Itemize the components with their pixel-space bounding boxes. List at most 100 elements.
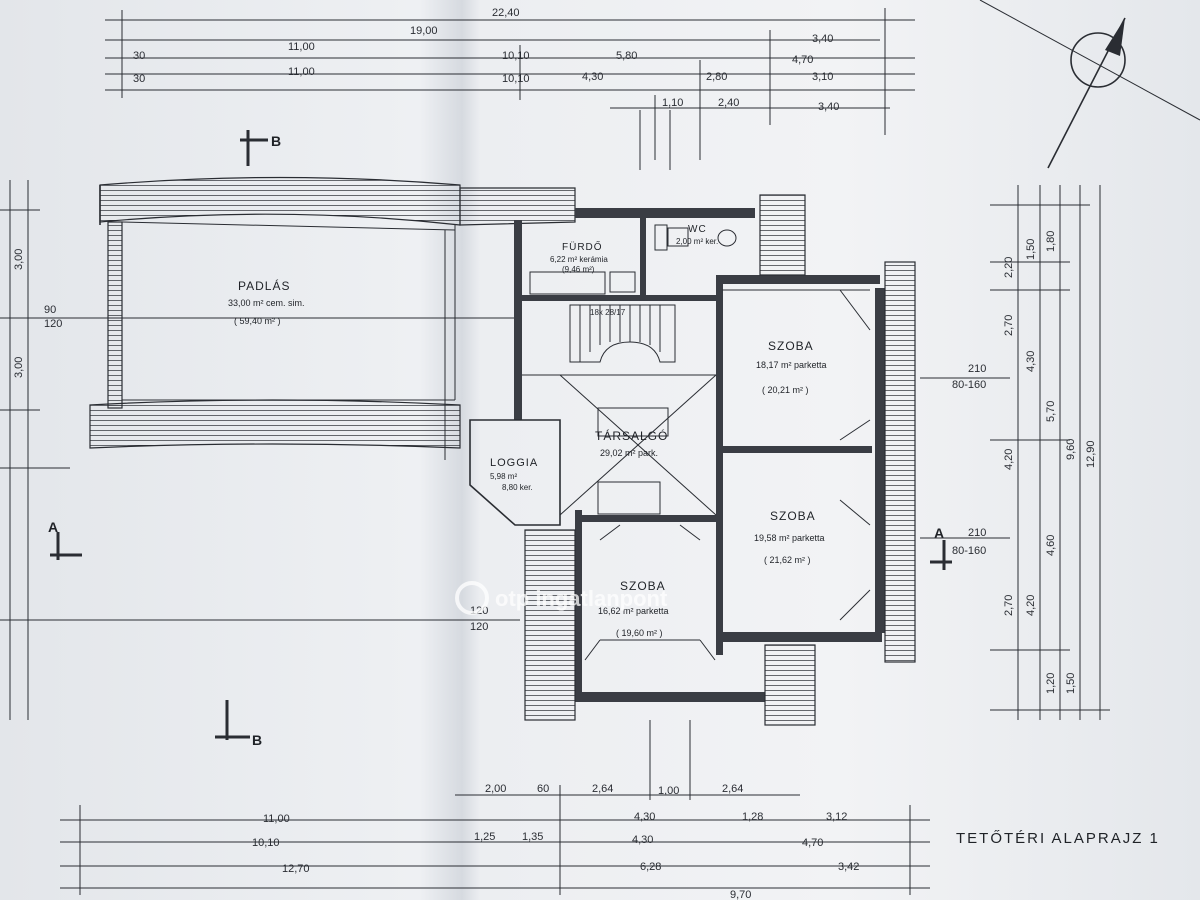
svg-text:B: B xyxy=(271,133,281,149)
room-furdo: FÜRDŐ 6,22 m² kerámia (9,46 m²) xyxy=(550,239,608,274)
top-dimension-labels: 22,40 19,00 11,00 11,00 3,40 5,80 4,70 4… xyxy=(133,7,839,113)
dim-label: 3,10 xyxy=(812,71,833,83)
svg-text:PADLÁS: PADLÁS xyxy=(238,278,290,293)
top-dimension-lines xyxy=(105,8,915,170)
svg-text:9,60: 9,60 xyxy=(1065,439,1077,460)
svg-text:A: A xyxy=(934,525,944,541)
svg-text:2,20: 2,20 xyxy=(1003,257,1015,278)
section-mark-b-bottom: B xyxy=(215,700,262,748)
dim-label: 30 xyxy=(133,73,145,85)
svg-text:8,80 ker.: 8,80 ker. xyxy=(502,483,533,492)
svg-text:( 19,60 m² ): ( 19,60 m² ) xyxy=(616,628,663,638)
svg-text:4,30: 4,30 xyxy=(634,811,655,823)
svg-text:( 59,40 m² ): ( 59,40 m² ) xyxy=(234,316,281,326)
svg-text:4,60: 4,60 xyxy=(1045,535,1057,556)
svg-text:3,42: 3,42 xyxy=(838,861,859,873)
svg-text:WC: WC xyxy=(688,224,707,235)
svg-text:3,12: 3,12 xyxy=(826,811,847,823)
watermark-logo: otp ingatlanpont xyxy=(455,581,668,615)
svg-text:11,00: 11,00 xyxy=(263,813,290,825)
svg-text:5,70: 5,70 xyxy=(1045,401,1057,422)
svg-text:SZOBA: SZOBA xyxy=(768,339,814,353)
floor-walls: 18x 28/17 xyxy=(469,194,916,726)
drawing-title: TETŐTÉRI ALAPRAJZ 1 xyxy=(956,830,1160,847)
room-padlas: PADLÁS 33,00 m² cem. sim. ( 59,40 m² ) xyxy=(228,278,305,326)
dim-label: 1,10 xyxy=(662,97,683,109)
svg-text:80-160: 80-160 xyxy=(952,379,986,391)
svg-text:18,17 m² parketta: 18,17 m² parketta xyxy=(756,360,827,370)
svg-text:9,70: 9,70 xyxy=(730,889,751,900)
svg-text:90: 90 xyxy=(44,304,56,316)
svg-text:29,02 m² park.: 29,02 m² park. xyxy=(600,448,658,458)
bottom-dimensions: 11,00 2,00 60 2,64 1,00 2,64 10,10 4,30 … xyxy=(60,720,930,900)
svg-text:6,28: 6,28 xyxy=(640,861,661,873)
staircase: 18x 28/17 xyxy=(569,304,676,363)
svg-text:210: 210 xyxy=(968,527,986,539)
svg-text:FÜRDŐ: FÜRDŐ xyxy=(562,239,603,253)
svg-text:SZOBA: SZOBA xyxy=(770,509,816,523)
dim-label: 11,00 xyxy=(288,66,315,78)
dim-label: 10,10 xyxy=(502,73,530,85)
svg-text:1,50: 1,50 xyxy=(1025,239,1037,260)
svg-text:18x 28/17: 18x 28/17 xyxy=(590,308,626,317)
room-szoba-1: SZOBA 18,17 m² parketta ( 20,21 m² ) xyxy=(756,339,827,395)
svg-text:4,20: 4,20 xyxy=(1003,449,1015,470)
svg-text:SZOBA: SZOBA xyxy=(620,579,666,593)
svg-text:2,00 m² ker.: 2,00 m² ker. xyxy=(676,237,718,246)
dim-label: 3,40 xyxy=(812,33,833,45)
svg-text:2,70: 2,70 xyxy=(1003,595,1015,616)
dim-label: 4,30 xyxy=(582,71,603,83)
dim-label: 3,40 xyxy=(818,101,839,113)
svg-text:19,58 m² parketta: 19,58 m² parketta xyxy=(754,533,825,543)
svg-text:120: 120 xyxy=(44,318,62,330)
svg-text:1,50: 1,50 xyxy=(1065,673,1077,694)
attic-area xyxy=(89,176,576,460)
svg-text:120: 120 xyxy=(470,621,488,633)
svg-text:12,70: 12,70 xyxy=(282,863,310,875)
svg-text:1,28: 1,28 xyxy=(742,811,763,823)
dim-label: 30 xyxy=(133,50,145,62)
dim-label: 2,80 xyxy=(706,71,727,83)
svg-text:4,30: 4,30 xyxy=(632,834,653,846)
svg-text:1,35: 1,35 xyxy=(522,831,543,843)
svg-text:1,00: 1,00 xyxy=(658,785,679,797)
svg-text:80-160: 80-160 xyxy=(952,545,986,557)
svg-text:33,00 m² cem. sim.: 33,00 m² cem. sim. xyxy=(228,298,305,308)
svg-text:LOGGIA: LOGGIA xyxy=(490,457,538,469)
svg-text:210: 210 xyxy=(968,363,986,375)
dim-label: 11,00 xyxy=(288,41,315,53)
svg-text:1,20: 1,20 xyxy=(1045,673,1057,694)
svg-text:2,64: 2,64 xyxy=(592,783,613,795)
svg-text:2,00: 2,00 xyxy=(485,783,506,795)
section-mark-a-right: A xyxy=(930,525,952,570)
dim-label: 4,70 xyxy=(792,54,813,66)
svg-text:60: 60 xyxy=(537,783,549,795)
svg-text:12,90: 12,90 xyxy=(1085,440,1097,468)
section-mark-a-left: A xyxy=(48,519,82,560)
left-dimensions: 3,00 3,00 90 120 120 120 xyxy=(0,180,520,720)
dim-label: 5,80 xyxy=(616,50,637,62)
dim-label: 19,00 xyxy=(410,25,438,37)
svg-text:1,25: 1,25 xyxy=(474,831,495,843)
section-mark-b-top: B xyxy=(240,130,281,166)
svg-text:16,62 m² parketta: 16,62 m² parketta xyxy=(598,606,669,616)
svg-text:TÁRSALGÓ: TÁRSALGÓ xyxy=(595,428,668,443)
svg-text:(9,46 m²): (9,46 m²) xyxy=(562,265,595,274)
room-szoba-2: SZOBA 19,58 m² parketta ( 21,62 m² ) xyxy=(754,509,825,565)
svg-text:( 21,62 m² ): ( 21,62 m² ) xyxy=(764,555,811,565)
svg-text:5,98 m²: 5,98 m² xyxy=(490,472,517,481)
svg-text:4,30: 4,30 xyxy=(1025,351,1037,372)
svg-text:6,22 m² kerámia: 6,22 m² kerámia xyxy=(550,255,608,264)
right-dimensions: 2,20 1,50 1,80 2,70 4,30 5,70 4,20 9,60 … xyxy=(920,185,1110,720)
svg-text:2,70: 2,70 xyxy=(1003,315,1015,336)
svg-text:( 20,21 m² ): ( 20,21 m² ) xyxy=(762,385,809,395)
svg-text:2,64: 2,64 xyxy=(722,783,743,795)
dim-label: 10,10 xyxy=(502,50,530,62)
svg-text:4,20: 4,20 xyxy=(1025,595,1037,616)
room-szoba-3: SZOBA 16,62 m² parketta ( 19,60 m² ) xyxy=(598,579,669,638)
dim-label: 22,40 xyxy=(492,7,520,19)
room-loggia: LOGGIA 5,98 m² 8,80 ker. xyxy=(490,457,538,492)
svg-text:B: B xyxy=(252,732,262,748)
